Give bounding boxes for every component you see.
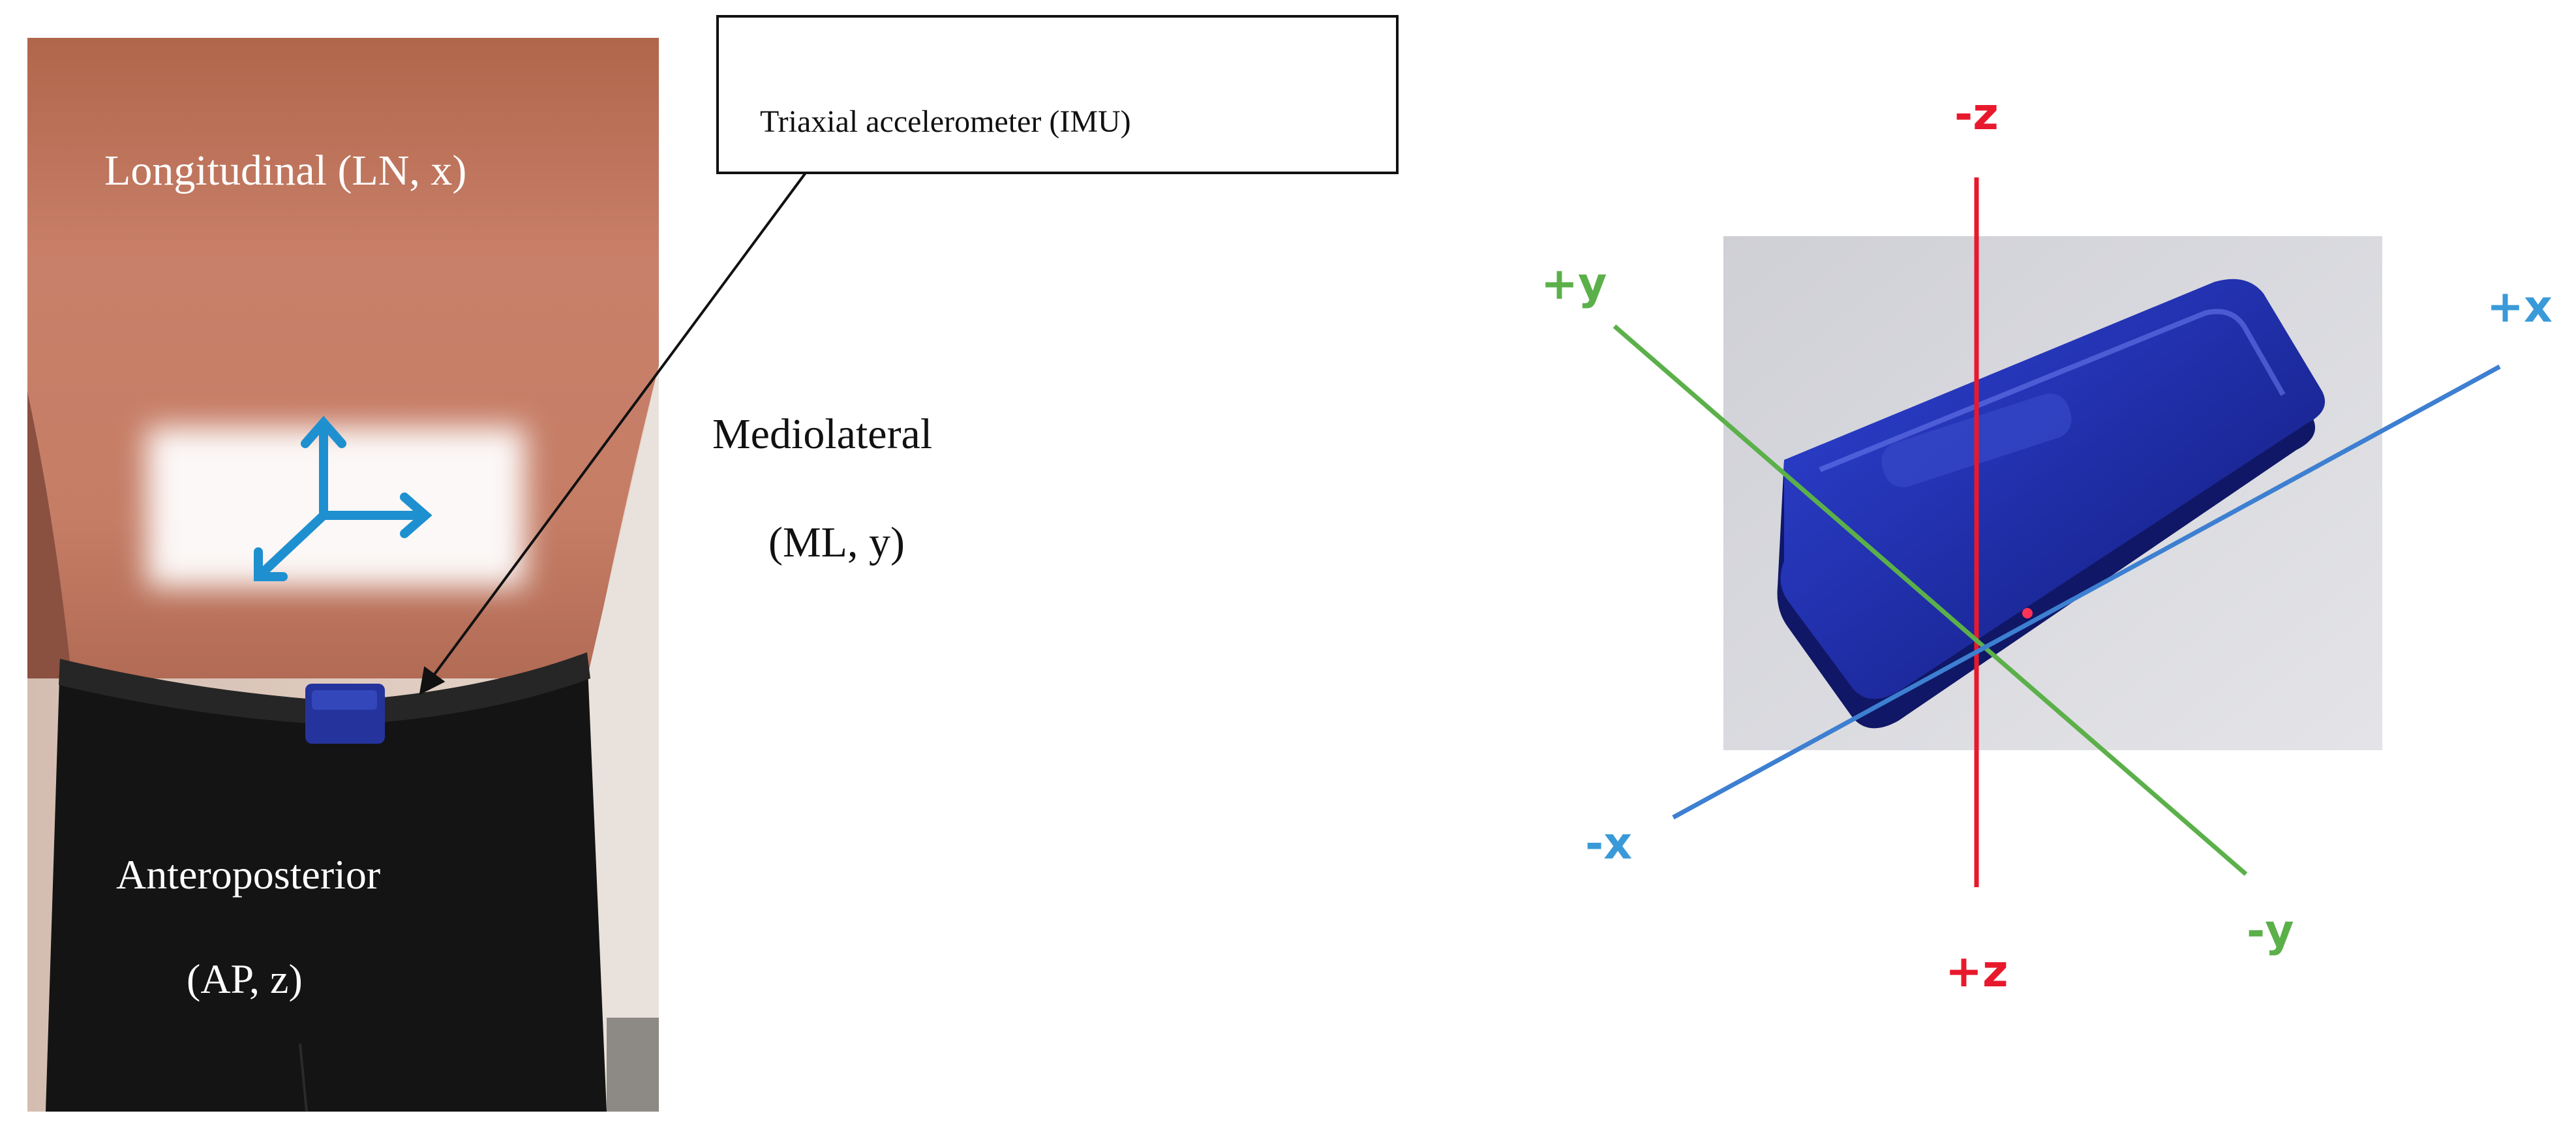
- callout-box: [716, 15, 1399, 174]
- callout: Triaxial accelerometer (IMU): [419, 15, 1399, 695]
- x-axis-line: [1672, 364, 2501, 820]
- axis-arrows-icon: [254, 416, 432, 581]
- y-axis-line: [1613, 324, 2248, 876]
- anteroposterior-label: Anteroposterior: [116, 851, 380, 898]
- blurred-area: [147, 427, 525, 587]
- mediolateral-abbr-label: (ML, y): [768, 519, 905, 566]
- anteroposterior-abbr-label: (AP, z): [187, 956, 303, 1002]
- black-shorts: [46, 652, 607, 1112]
- pos-x-label: +x: [2487, 281, 2553, 333]
- neg-x-label: -x: [1585, 818, 1632, 870]
- neg-z-label: -z: [1954, 89, 1999, 140]
- callout-label: Triaxial accelerometer (IMU): [760, 104, 1131, 139]
- device-axes-panel: -z +z +y -y +x -x: [1541, 89, 2553, 997]
- pos-z-label: +z: [1945, 946, 2008, 997]
- longitudinal-label: Longitudinal (LN, x): [104, 147, 466, 194]
- mediolateral-label: Mediolateral: [712, 410, 932, 458]
- neg-y-label: -y: [2247, 905, 2294, 957]
- callout-arrow: [419, 172, 807, 695]
- pos-y-label: +y: [1541, 258, 1607, 310]
- back-photo: Longitudinal (LN, x) Anteroposterior (AP…: [27, 38, 659, 1112]
